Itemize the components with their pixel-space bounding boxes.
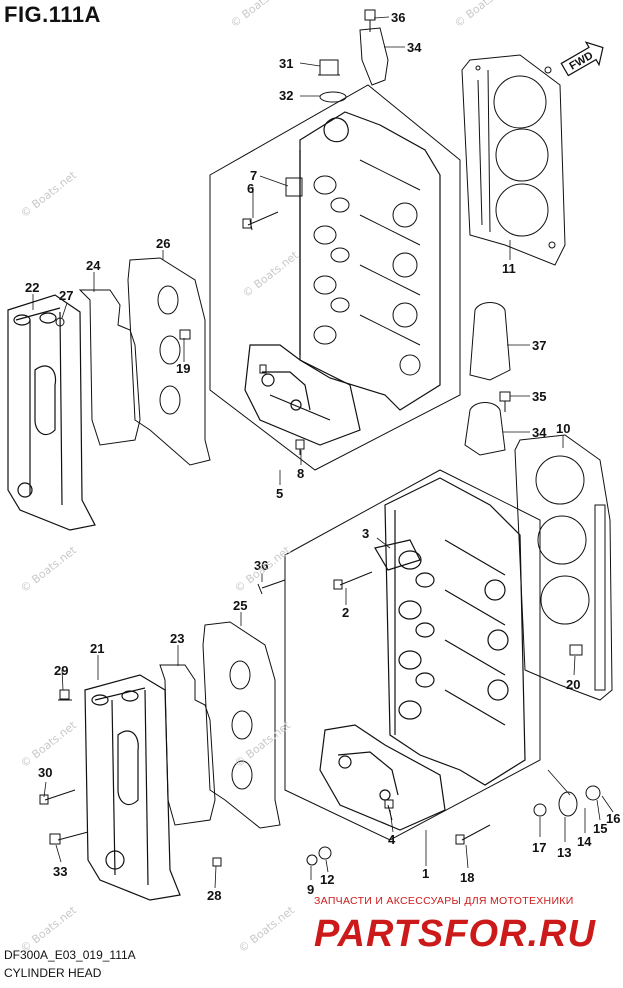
bracket-34-lower	[464, 402, 506, 456]
lower-cover-gasket-25	[202, 621, 281, 829]
upper-head-gasket	[461, 54, 566, 266]
part-label-28: 28	[207, 888, 221, 903]
lower-cylinder-head	[319, 477, 526, 831]
part-label-20: 20	[566, 677, 580, 692]
part-label-9: 9	[307, 882, 314, 897]
part-label-34-top: 34	[407, 40, 422, 55]
part-label-5: 5	[276, 486, 283, 501]
part-label-31: 31	[279, 56, 293, 71]
brand-logo: PARTSFOR.RU	[314, 913, 596, 955]
part-label-34-mid: 34	[532, 425, 547, 440]
brand-subtitle: ЗАПЧАСТИ И АКСЕССУАРЫ ДЛЯ МОТОТЕХНИКИ	[314, 895, 574, 907]
part-label-24: 24	[86, 258, 101, 273]
part-label-15: 15	[593, 821, 607, 836]
part-label-35-top: 36	[391, 10, 405, 25]
bracket-34-upper	[359, 27, 389, 86]
part-label-18: 18	[460, 870, 474, 885]
lower-head-gasket	[514, 434, 613, 701]
forward-arrow-icon: FWD	[560, 41, 604, 77]
part-label-17: 17	[532, 840, 546, 855]
part-label-32: 32	[279, 88, 293, 103]
part-label-14: 14	[577, 834, 592, 849]
part-label-33: 33	[53, 864, 67, 879]
bracket-37	[469, 302, 511, 381]
upper-cover-gasket-26	[127, 257, 211, 466]
part-label-27: 27	[59, 288, 73, 303]
diagram-code: DF300A_E03_019_111A	[4, 948, 136, 962]
upper-cover-gasket-24	[78, 289, 141, 446]
part-label-3: 3	[362, 526, 369, 541]
part-label-37: 37	[532, 338, 546, 353]
lower-cylinder-head-cover	[84, 674, 181, 901]
upper-cylinder-head	[244, 111, 441, 446]
part-label-19: 19	[176, 361, 190, 376]
part-label-35-mid: 35	[532, 389, 546, 404]
part-label-22: 22	[25, 280, 39, 295]
part-label-21: 21	[90, 641, 104, 656]
part-label-30: 30	[38, 765, 52, 780]
part-label-7: 7	[250, 168, 257, 183]
leader-lines	[32, 16, 614, 889]
diagram-caption: CYLINDER HEAD	[4, 966, 102, 980]
part-label-26: 26	[156, 236, 170, 251]
part-label-2: 2	[342, 605, 349, 620]
part-label-8: 8	[297, 466, 304, 481]
part-label-23: 23	[170, 631, 184, 646]
forward-arrow-label: FWD	[568, 50, 596, 73]
part-label-25: 25	[233, 598, 247, 613]
lower-assembly-frame	[284, 469, 541, 841]
part-label-4: 4	[388, 832, 396, 847]
part-label-13: 13	[557, 845, 571, 860]
part-label-11: 11	[502, 261, 516, 276]
upper-assembly-frame	[209, 84, 461, 471]
part-label-16: 16	[606, 811, 620, 826]
part-label-1: 1	[422, 866, 429, 881]
upper-cylinder-head-cover	[7, 294, 96, 531]
part-label-6: 6	[247, 181, 254, 196]
part-label-10: 10	[556, 421, 570, 436]
part-label-29: 29	[54, 663, 68, 678]
brand-logo-text: PARTSFOR.RU	[314, 913, 596, 955]
fasteners	[39, 9, 601, 867]
part-label-36: 36	[254, 558, 268, 573]
lower-cover-gasket-23	[159, 664, 216, 826]
figure-title: FIG.111A	[4, 2, 101, 27]
part-number-labels: 36 34 31 32 7 6 8 5 11 26 24 22 27 19 37…	[25, 10, 620, 903]
part-label-12: 12	[320, 872, 334, 887]
